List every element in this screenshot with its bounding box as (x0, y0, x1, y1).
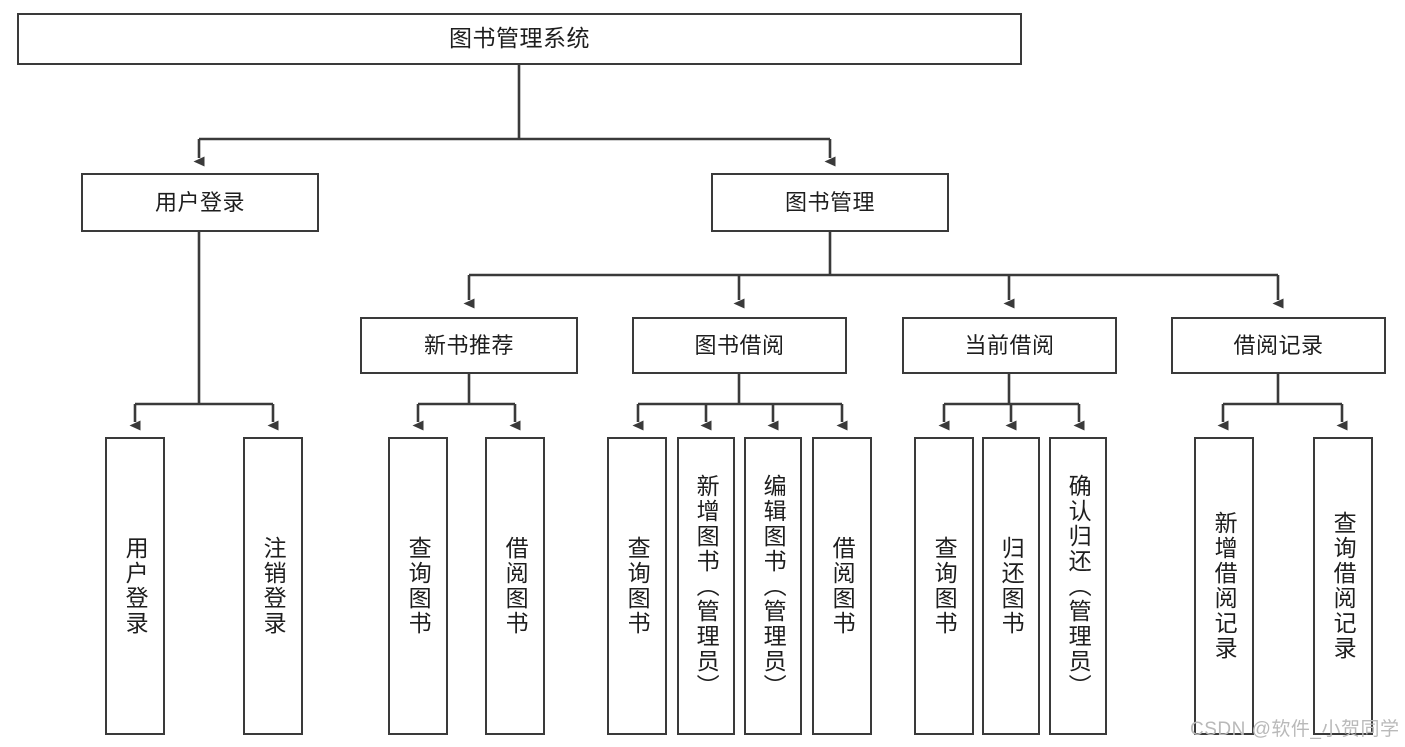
node-label: 新增图书（管理员） (693, 473, 720, 699)
node-label: 查询图书 (931, 536, 958, 636)
leaf-return-book[interactable]: 归还图书 (982, 437, 1040, 735)
node-current-borrow[interactable]: 当前借阅 (902, 317, 1117, 374)
leaf-query-borrow-record[interactable]: 查询借阅记录 (1313, 437, 1373, 735)
leaf-borrow-book-recommend[interactable]: 借阅图书 (485, 437, 545, 735)
node-label: 图书管理系统 (449, 25, 590, 52)
node-root-system[interactable]: 图书管理系统 (17, 13, 1022, 65)
leaf-borrow-book[interactable]: 借阅图书 (812, 437, 872, 735)
leaf-add-borrow-record[interactable]: 新增借阅记录 (1194, 437, 1254, 735)
node-label: 用户登录 (154, 189, 245, 215)
node-label: 图书管理 (784, 189, 875, 215)
node-label: 当前借阅 (964, 332, 1055, 358)
leaf-query-book-current[interactable]: 查询图书 (914, 437, 974, 735)
node-label: 新增借阅记录 (1211, 511, 1238, 661)
node-label: 借阅记录 (1233, 332, 1324, 358)
node-label: 查询借阅记录 (1330, 511, 1357, 661)
leaf-logout-login[interactable]: 注销登录 (243, 437, 303, 735)
node-user-login[interactable]: 用户登录 (81, 173, 319, 232)
node-label: 查询图书 (624, 536, 651, 636)
node-label: 注销登录 (260, 536, 287, 636)
node-label: 借阅图书 (502, 536, 529, 636)
leaf-add-book[interactable]: 新增图书（管理员） (677, 437, 735, 735)
node-label: 查询图书 (405, 536, 432, 636)
node-label: 确认归还（管理员） (1065, 473, 1092, 699)
leaf-query-book-recommend[interactable]: 查询图书 (388, 437, 448, 735)
leaf-confirm-return[interactable]: 确认归还（管理员） (1049, 437, 1107, 735)
node-label: 编辑图书（管理员） (760, 473, 787, 699)
node-book-borrow[interactable]: 图书借阅 (632, 317, 847, 374)
leaf-user-login[interactable]: 用户登录 (105, 437, 165, 735)
leaf-edit-book[interactable]: 编辑图书（管理员） (744, 437, 802, 735)
node-book-management[interactable]: 图书管理 (711, 173, 949, 232)
node-new-book-recommend[interactable]: 新书推荐 (360, 317, 578, 374)
leaf-query-book-borrow[interactable]: 查询图书 (607, 437, 667, 735)
node-label: 借阅图书 (829, 536, 856, 636)
node-borrow-record[interactable]: 借阅记录 (1171, 317, 1386, 374)
node-label: 用户登录 (122, 536, 149, 636)
node-label: 图书借阅 (694, 332, 785, 358)
csdn-watermark: CSDN @软件_小贺同学 (1190, 719, 1400, 740)
node-label: 归还图书 (998, 536, 1025, 636)
node-label: 新书推荐 (423, 332, 514, 358)
